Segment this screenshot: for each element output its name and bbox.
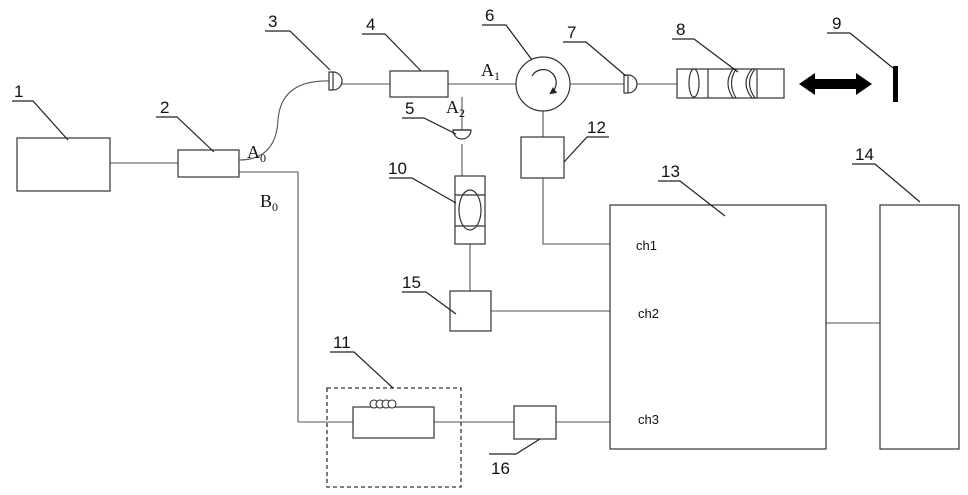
channel-ch1: ch1	[636, 238, 657, 253]
label-6: 6	[485, 6, 494, 25]
component-3-collimator	[329, 72, 342, 90]
component-7-collimator	[624, 75, 637, 93]
label-8: 8	[676, 20, 685, 39]
component-8-lens-tube	[677, 69, 784, 98]
component-15-box	[450, 291, 491, 331]
component-16-box	[514, 406, 556, 439]
component-10-element	[455, 176, 485, 244]
component-12-box	[521, 137, 564, 178]
label-16: 16	[491, 459, 510, 478]
wire-b0	[239, 172, 353, 422]
signal-a1: A1	[481, 60, 500, 83]
channel-ch3: ch3	[638, 412, 659, 427]
component-2-coupler	[178, 150, 239, 177]
component-14-box	[880, 205, 959, 449]
label-5: 5	[405, 99, 414, 118]
label-9: 9	[832, 14, 841, 33]
label-10: 10	[388, 159, 407, 178]
label-13: 13	[661, 162, 680, 181]
label-15: 15	[402, 273, 421, 292]
component-6-circulator	[516, 57, 570, 111]
label-12: 12	[587, 118, 606, 137]
double-arrow-icon	[799, 73, 872, 95]
component-9-mirror	[893, 66, 898, 102]
label-2: 2	[160, 98, 169, 117]
wire-12-13	[543, 178, 610, 244]
label-7: 7	[567, 23, 576, 42]
label-4: 4	[366, 15, 375, 34]
label-14: 14	[855, 145, 874, 164]
component-4-coupler	[390, 71, 448, 97]
signal-b0: B0	[260, 191, 278, 214]
component-11-module	[327, 388, 461, 487]
label-3: 3	[268, 12, 277, 31]
label-11: 11	[333, 333, 351, 352]
label-1: 1	[14, 82, 23, 101]
signal-a0: A0	[247, 142, 266, 165]
component-1-box	[17, 138, 110, 191]
channel-ch2: ch2	[638, 306, 659, 321]
